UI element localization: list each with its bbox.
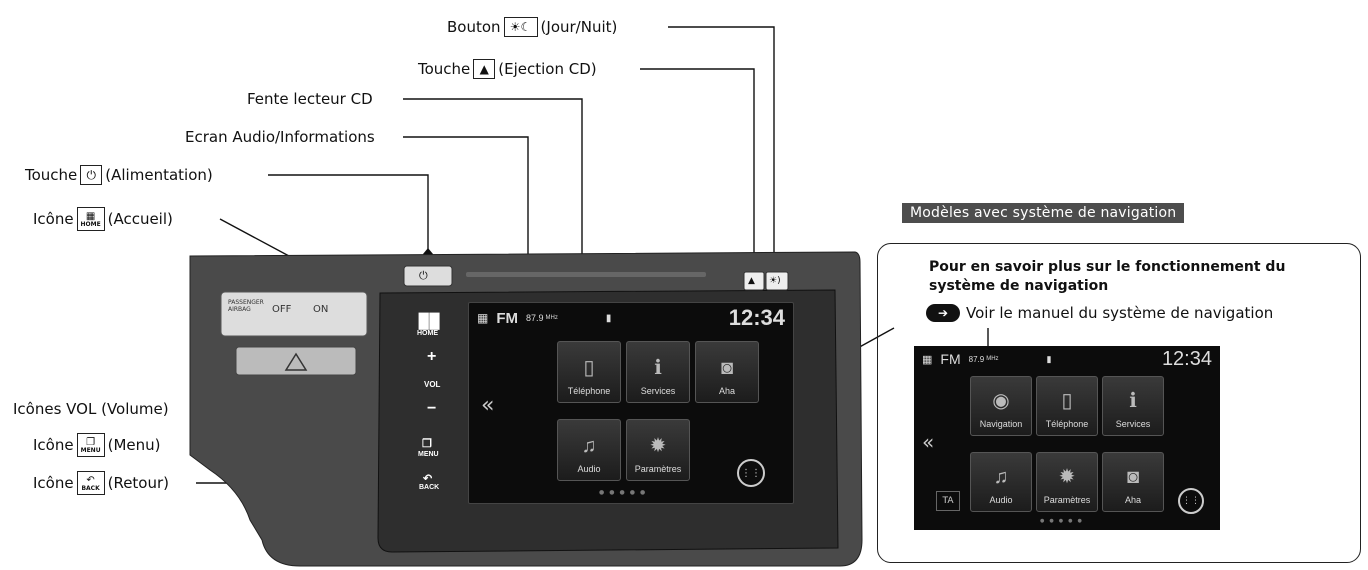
nav-manual-ref: ➔ Voir le manuel du système de navigatio… <box>926 304 1273 322</box>
phone-icon: ▯ <box>583 357 595 379</box>
menu-side-label: MENU <box>418 451 439 458</box>
tile-aha[interactable]: ◙Aha <box>695 341 759 403</box>
nav-apps-grid-icon[interactable]: ⋮⋮ <box>1178 488 1204 514</box>
band-label: FM <box>496 309 519 327</box>
vol-up-button[interactable]: + <box>427 348 437 365</box>
hazard-icon <box>284 352 308 371</box>
home-label: HOME <box>417 330 438 337</box>
tile-telephone[interactable]: ▯Téléphone <box>557 341 621 403</box>
battery-icon: ▮ <box>605 312 612 324</box>
sun-moon-icon: ☀☾ <box>503 17 538 37</box>
info-icon: ℹ <box>654 357 662 379</box>
label-back: Icône ↶BACK (Retour) <box>33 471 169 495</box>
back-chevron-icon[interactable]: « <box>481 393 495 418</box>
home-grid-icon: ▦HOME <box>76 207 105 231</box>
label-home: Icône ▦HOME (Accueil) <box>33 207 173 231</box>
aha-icon: ◙ <box>720 357 734 379</box>
music-icon: ♫ <box>581 435 597 457</box>
nav-frequency-unit: MHz <box>986 356 999 362</box>
ta-button[interactable]: TA <box>936 491 960 511</box>
nav-screen: ▦ FM 87.9 MHz ▮ 12:34 « ◉Navigation ▯Tél… <box>914 346 1220 530</box>
apps-grid-icon[interactable]: ⋮⋮ <box>737 459 765 487</box>
nav-gear-icon: ✹ <box>1058 466 1076 488</box>
nav-band-label: FM <box>940 351 961 367</box>
screen-status-bar: ▦ FM 87.9 MHz ▮ 12:34 <box>469 303 793 333</box>
nav-tile-aha[interactable]: ◙Aha <box>1102 452 1164 512</box>
power-glyph-icon: ⏻ <box>419 269 428 282</box>
airbag-off: OFF <box>272 304 292 315</box>
nav-tile-settings[interactable]: ✹Paramètres <box>1036 452 1098 512</box>
label-power: Touche ⏻ (Alimentation) <box>25 165 213 185</box>
nav-tile-navigation[interactable]: ◉Navigation <box>970 376 1032 436</box>
nav-callout-box <box>877 243 1361 563</box>
nav-music-icon: ♫ <box>993 466 1009 488</box>
hazard-button[interactable] <box>235 346 357 376</box>
vol-down-button[interactable]: − <box>427 400 437 417</box>
page-dots: ●●●●● <box>599 489 651 496</box>
tile-settings[interactable]: ✹Paramètres <box>626 419 690 481</box>
nav-phone-icon: ▯ <box>1061 390 1073 412</box>
nav-models-tag: Modèles avec système de navigation <box>902 203 1185 223</box>
gear-icon: ✹ <box>649 435 667 457</box>
nav-frequency: 87.9 <box>968 354 985 364</box>
nav-back-chevron-icon[interactable]: « <box>922 430 935 454</box>
daynight-button[interactable] <box>765 271 789 291</box>
label-daynight: Bouton ☀☾ (Jour/Nuit) <box>447 17 618 37</box>
home-grid-icon[interactable]: ▦ <box>477 311 489 325</box>
nav-info-icon: ℹ <box>1129 390 1137 412</box>
nav-aha-icon: ◙ <box>1126 466 1140 488</box>
menu-side-icon[interactable]: ❐ <box>422 438 432 450</box>
nav-page-dots: ●●●●● <box>1040 518 1087 524</box>
label-screen: Ecran Audio/Informations <box>185 128 375 146</box>
frequency: 87.9 <box>526 313 544 323</box>
airbag-indicator <box>220 291 368 337</box>
nav-tile-telephone[interactable]: ▯Téléphone <box>1036 376 1098 436</box>
airbag-label: PASSENGER AIRBAG <box>228 299 264 313</box>
eject-glyph-icon: ▲ <box>748 276 755 286</box>
home-icon[interactable]: ▉▉ <box>419 313 441 329</box>
label-eject: Touche ▲ (Ejection CD) <box>418 59 597 79</box>
back-side-icon[interactable]: ↶ <box>423 473 433 485</box>
back-icon: ↶BACK <box>76 471 105 495</box>
eject-icon: ▲ <box>473 59 496 79</box>
nav-home-grid-icon[interactable]: ▦ <box>922 353 933 366</box>
nav-callout-title: Pour en savoir plus sur le fonctionnemen… <box>929 259 1286 294</box>
label-cd-slot: Fente lecteur CD <box>247 90 373 108</box>
back-side-label: BACK <box>419 484 440 491</box>
menu-icon: ❐MENU <box>76 433 105 457</box>
label-menu: Icône ❐MENU (Menu) <box>33 433 160 457</box>
reference-arrow-icon: ➔ <box>926 304 960 322</box>
label-volume: Icônes VOL (Volume) <box>13 400 169 418</box>
airbag-on: ON <box>313 304 329 315</box>
clock: 12:34 <box>728 305 785 330</box>
nav-status-bar: ▦ FM 87.9 MHz ▮ 12:34 <box>914 346 1220 372</box>
vol-label: VOL <box>424 380 441 389</box>
tile-audio[interactable]: ♫Audio <box>557 419 621 481</box>
nav-clock: 12:34 <box>1161 347 1212 370</box>
nav-tile-audio[interactable]: ♫Audio <box>970 452 1032 512</box>
nav-battery-icon: ▮ <box>1046 353 1052 364</box>
power-button[interactable] <box>403 265 453 287</box>
cd-slot <box>466 272 706 277</box>
eject-button[interactable] <box>743 271 765 291</box>
compass-icon: ◉ <box>992 390 1010 412</box>
frequency-unit: MHz <box>545 315 558 321</box>
power-icon: ⏻ <box>80 165 103 185</box>
daynight-glyph-icon: ☀) <box>769 276 781 286</box>
